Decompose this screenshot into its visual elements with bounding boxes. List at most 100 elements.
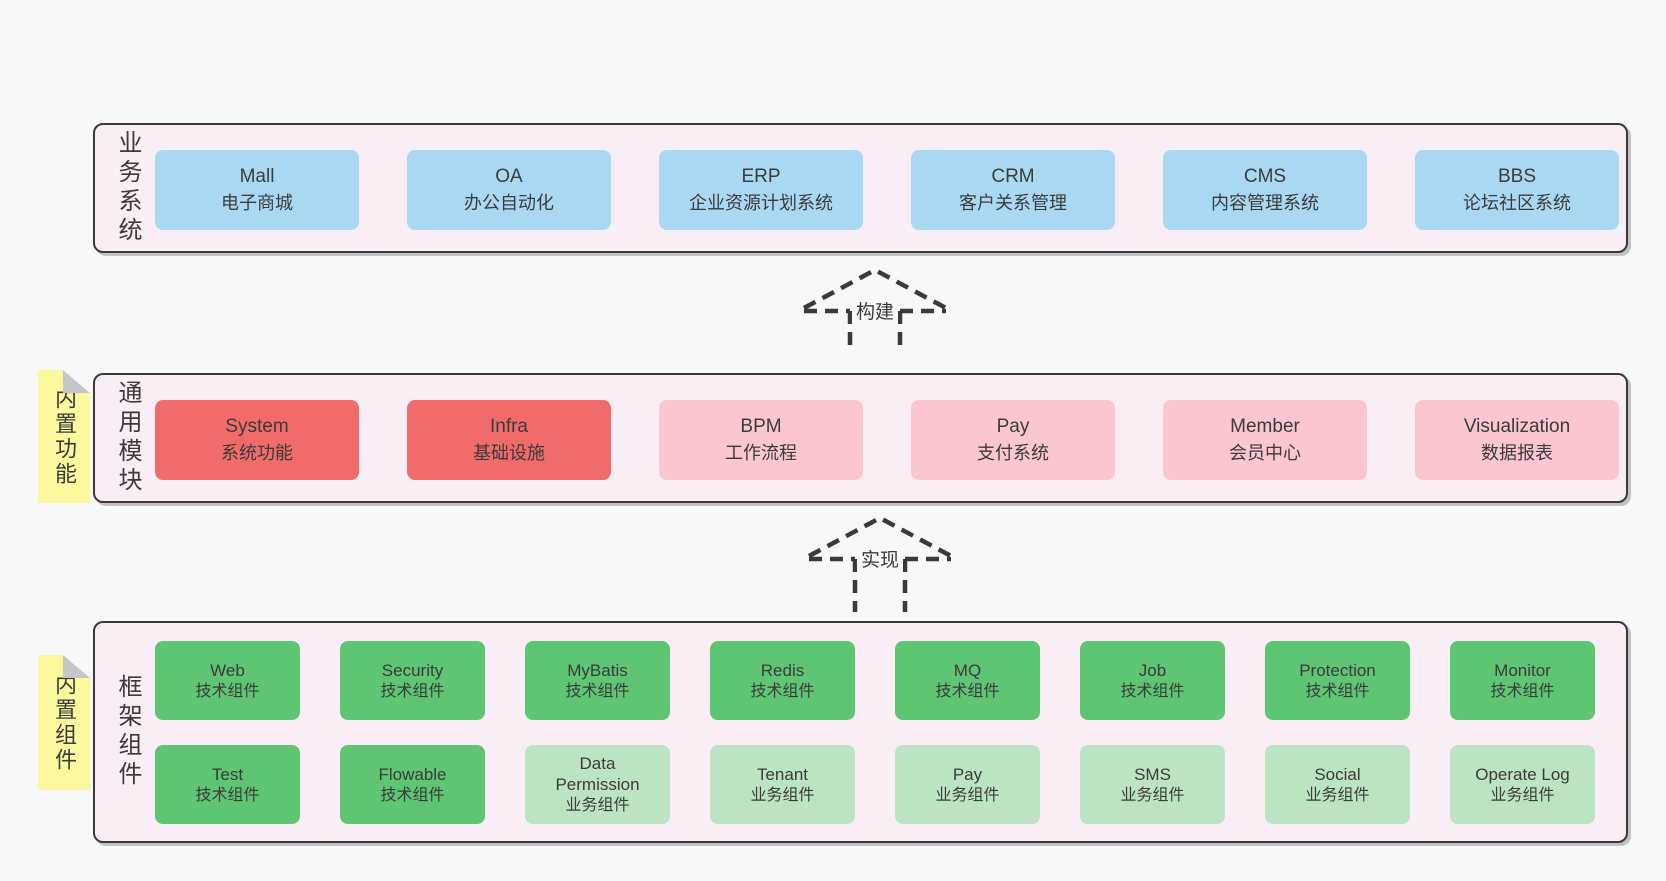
components-row-1: Web 技术组件 Security 技术组件 MyBatis 技术组件 Redi… — [155, 641, 1595, 720]
box-pay-component: Pay 业务组件 — [895, 745, 1040, 824]
box-subtitle: 系统功能 — [221, 443, 293, 463]
box-title: Infra — [489, 416, 529, 437]
panel-business-systems: 业务系统 Mall 电子商城 OA 办公自动化 ERP 企业资源计划系统 CRM… — [93, 123, 1628, 253]
box-subtitle: 会员中心 — [1229, 443, 1301, 463]
box-visualization: Visualization 数据报表 — [1415, 400, 1619, 480]
box-member: Member 会员中心 — [1163, 400, 1367, 480]
box-title: Flowable — [378, 764, 447, 784]
box-subtitle: 工作流程 — [725, 443, 797, 463]
box-title: Visualization — [1463, 416, 1571, 437]
panel-framework-components: 框架组件 Web 技术组件 Security 技术组件 MyBatis 技术组件… — [93, 621, 1628, 843]
box-job: Job 技术组件 — [1080, 641, 1225, 720]
panel-title-vertical: 通用模块 — [114, 380, 141, 496]
sticky-label: 内置功能 — [52, 386, 77, 487]
arrow-label: 构建 — [851, 296, 899, 325]
box-pay-system: Pay 支付系统 — [911, 400, 1115, 480]
box-mall: Mall 电子商城 — [155, 150, 359, 230]
box-title: ERP — [741, 166, 781, 187]
box-subtitle: 技术组件 — [935, 682, 1000, 700]
box-subtitle: 业务组件 — [1305, 786, 1370, 804]
box-title: Monitor — [1494, 660, 1551, 680]
components-row-2: Test 技术组件 Flowable 技术组件 Data Permission … — [155, 745, 1595, 824]
box-subtitle: 基础设施 — [473, 443, 545, 463]
box-subtitle: 技术组件 — [1490, 682, 1555, 700]
box-cms: CMS 内容管理系统 — [1163, 150, 1367, 230]
box-title: Pay — [996, 416, 1030, 437]
arrow-label: 实现 — [856, 544, 904, 573]
box-subtitle: 办公自动化 — [464, 193, 554, 213]
modules-box-row: System 系统功能 Infra 基础设施 BPM 工作流程 Pay 支付系统… — [155, 400, 1619, 480]
box-title: Security — [381, 660, 444, 680]
box-subtitle: 技术组件 — [1120, 682, 1185, 700]
box-infra: Infra 基础设施 — [407, 400, 611, 480]
box-subtitle: 技术组件 — [380, 786, 445, 804]
panel-common-modules: 通用模块 System 系统功能 Infra 基础设施 BPM 工作流程 Pay… — [93, 373, 1628, 503]
box-crm: CRM 客户关系管理 — [911, 150, 1115, 230]
box-title: BBS — [1497, 166, 1537, 187]
box-security: Security 技术组件 — [340, 641, 485, 720]
box-title: SMS — [1134, 764, 1171, 784]
box-test: Test 技术组件 — [155, 745, 300, 824]
panel-title-vertical: 框架组件 — [114, 674, 141, 790]
box-subtitle: 技术组件 — [750, 682, 815, 700]
box-title: OA — [495, 166, 523, 187]
box-subtitle: 技术组件 — [195, 786, 260, 804]
box-subtitle: 业务组件 — [565, 797, 630, 814]
box-protection: Protection 技术组件 — [1265, 641, 1410, 720]
box-bpm: BPM 工作流程 — [659, 400, 863, 480]
box-title: CMS — [1243, 166, 1287, 187]
box-title: Tenant — [756, 764, 809, 784]
box-tenant: Tenant 业务组件 — [710, 745, 855, 824]
box-operate-log: Operate Log 业务组件 — [1450, 745, 1595, 824]
box-subtitle: 业务组件 — [1490, 786, 1555, 804]
box-title: MQ — [953, 660, 982, 680]
box-subtitle: 技术组件 — [565, 682, 630, 700]
box-monitor: Monitor 技术组件 — [1450, 641, 1595, 720]
box-title: Mall — [239, 166, 275, 187]
implement-arrow: 实现 — [805, 510, 955, 612]
box-subtitle: 企业资源计划系统 — [689, 193, 833, 213]
box-flowable: Flowable 技术组件 — [340, 745, 485, 824]
box-subtitle: 技术组件 — [380, 682, 445, 700]
box-subtitle: 论坛社区系统 — [1463, 193, 1571, 213]
dashed-up-arrow-icon — [802, 267, 948, 348]
box-title: Social — [1314, 764, 1361, 784]
box-data-permission: Data Permission 业务组件 — [525, 745, 670, 824]
box-mybatis: MyBatis 技术组件 — [525, 641, 670, 720]
box-title: System — [225, 416, 289, 437]
box-subtitle: 客户关系管理 — [959, 193, 1067, 213]
box-title: Protection — [1299, 660, 1376, 680]
sticky-note-built-in-components: 内置组件 — [38, 655, 90, 790]
panel-title-vertical: 业务系统 — [114, 130, 141, 246]
box-title: Member — [1230, 416, 1300, 437]
box-title: Web — [210, 660, 245, 680]
folded-corner-icon — [63, 655, 90, 678]
box-title: Operate Log — [1475, 764, 1570, 784]
box-title: Redis — [760, 660, 805, 680]
box-subtitle: 电子商城 — [221, 193, 293, 213]
box-title: Data Permission — [555, 754, 640, 794]
box-subtitle: 支付系统 — [977, 443, 1049, 463]
box-subtitle: 内容管理系统 — [1211, 193, 1319, 213]
sticky-label: 内置组件 — [52, 672, 77, 773]
box-subtitle: 业务组件 — [935, 786, 1000, 804]
box-social: Social 业务组件 — [1265, 745, 1410, 824]
business-box-row: Mall 电子商城 OA 办公自动化 ERP 企业资源计划系统 CRM 客户关系… — [155, 150, 1619, 230]
box-subtitle: 业务组件 — [750, 786, 815, 804]
box-title: Test — [211, 764, 244, 784]
box-title: Pay — [952, 764, 983, 784]
box-title: Job — [1138, 660, 1167, 680]
box-subtitle: 业务组件 — [1120, 786, 1185, 804]
dashed-up-arrow-icon — [807, 515, 953, 612]
box-oa: OA 办公自动化 — [407, 150, 611, 230]
box-redis: Redis 技术组件 — [710, 641, 855, 720]
box-subtitle: 数据报表 — [1481, 443, 1553, 463]
folded-corner-icon — [63, 370, 90, 393]
box-sms: SMS 业务组件 — [1080, 745, 1225, 824]
build-arrow: 构建 — [800, 262, 950, 348]
box-title: MyBatis — [567, 660, 628, 680]
box-subtitle: 技术组件 — [195, 682, 260, 700]
box-system: System 系统功能 — [155, 400, 359, 480]
sticky-note-built-in-features: 内置功能 — [38, 370, 90, 503]
